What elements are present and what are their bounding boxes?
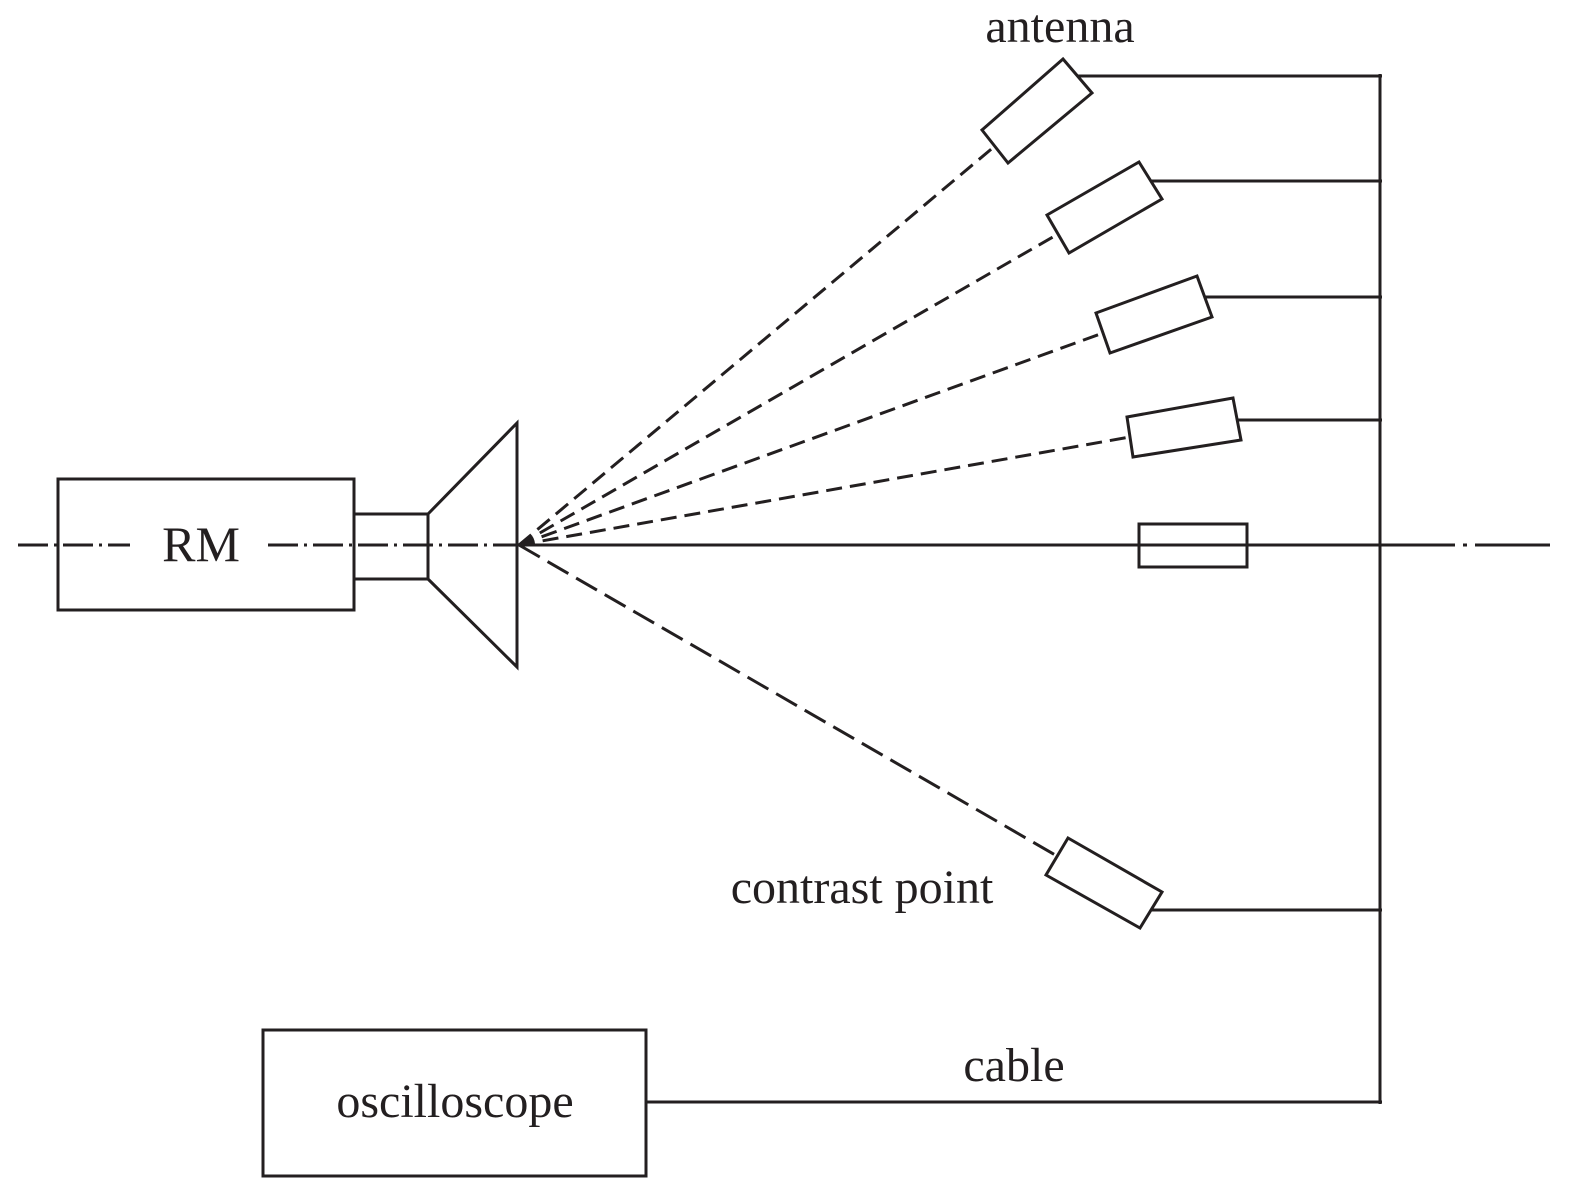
antenna-label: antenna — [985, 0, 1134, 53]
waveguide — [352, 512, 430, 581]
dashed-rays — [518, 144, 1131, 858]
oscilloscope-block: oscilloscope — [261, 1028, 648, 1178]
antenna-3 — [1094, 274, 1214, 355]
ray-antenna-4 — [518, 435, 1131, 547]
cable-wires — [646, 74, 1382, 1104]
antenna-contrast-point — [1043, 835, 1165, 931]
contrast-point-label: contrast point — [731, 861, 994, 914]
rm-block: RM — [56, 477, 356, 612]
antennas — [979, 56, 1249, 931]
ray-contrast-point — [518, 543, 1058, 858]
rm-label: RM — [162, 516, 240, 572]
oscilloscope-box — [261, 1028, 648, 1178]
ray-antenna-2 — [518, 232, 1059, 547]
ray-antenna-1 — [518, 144, 996, 547]
horn-flare — [426, 419, 519, 671]
antenna-2 — [1044, 159, 1165, 256]
antenna-1 — [979, 56, 1095, 166]
ray-antenna-3 — [518, 331, 1104, 547]
horn-emitter — [352, 419, 519, 671]
oscilloscope-label: oscilloscope — [336, 1075, 573, 1128]
antenna-4 — [1125, 396, 1243, 459]
cable-label: cable — [963, 1039, 1064, 1092]
